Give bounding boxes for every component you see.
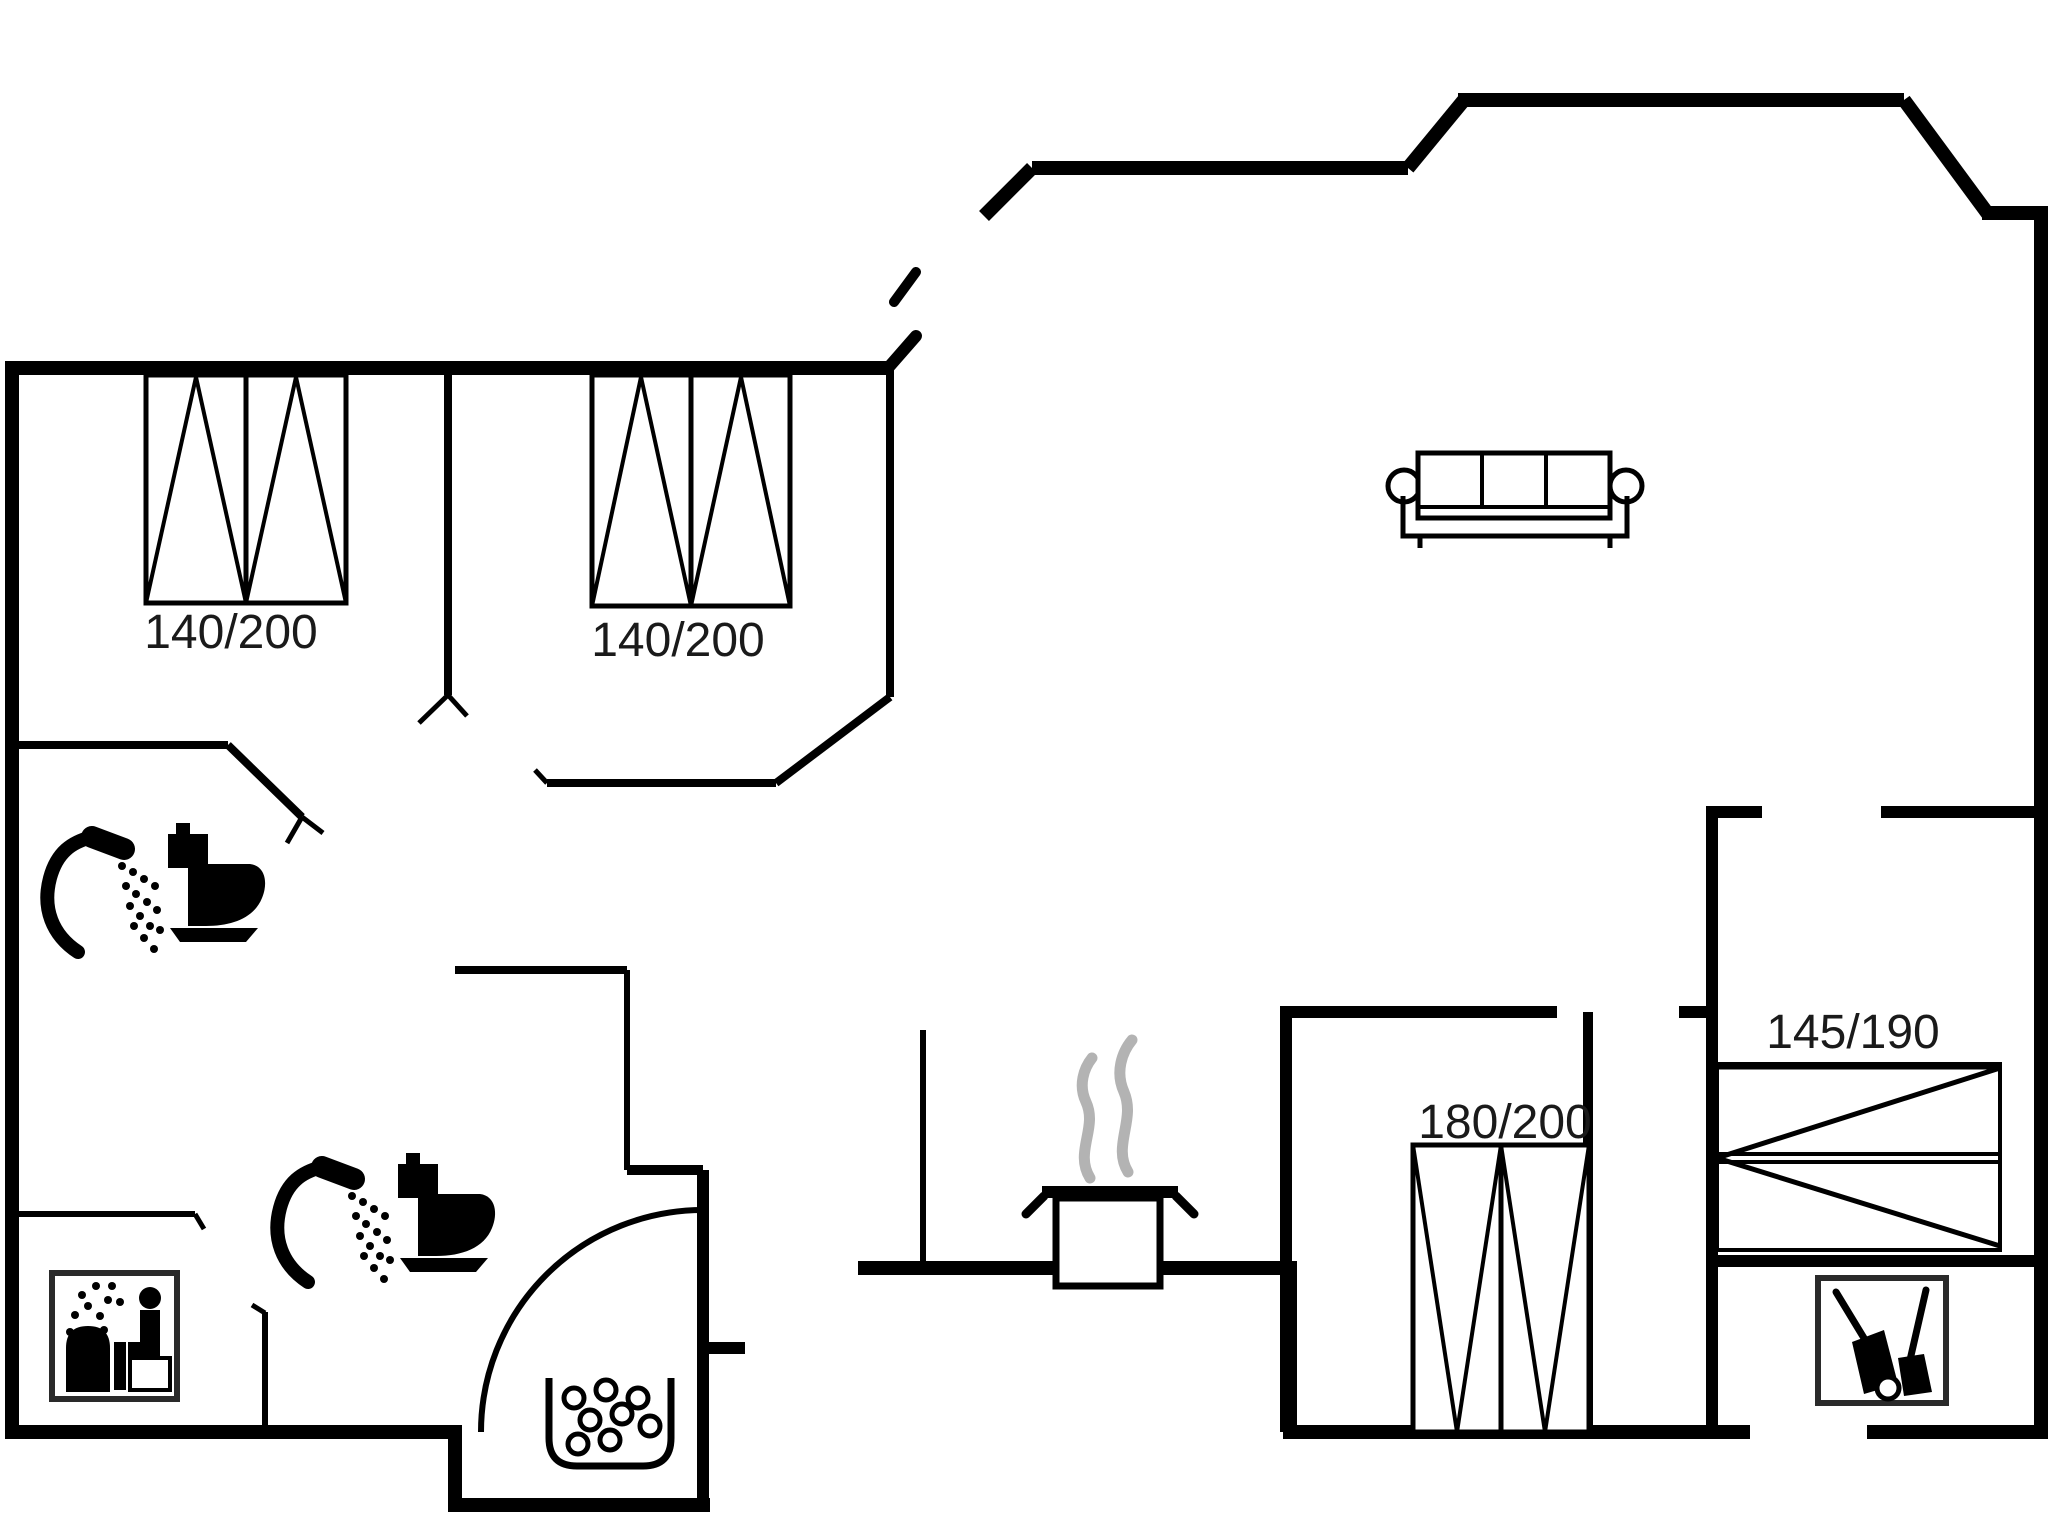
bed-size-label-4: 145/190 — [1766, 1006, 1940, 1059]
bed-size-label-1: 140/200 — [144, 606, 318, 659]
inner-walls — [12, 368, 2041, 1432]
steaming-pot-icon — [1021, 1034, 1199, 1290]
double-bed-1 — [143, 372, 349, 606]
bathroom-2-icons — [270, 1153, 496, 1289]
bathroom-1-icons — [40, 823, 266, 959]
shower-icon — [40, 826, 164, 959]
entrance-door-jamb — [882, 330, 922, 374]
sauna-icon — [49, 1270, 180, 1402]
whirlpool-tub-icon — [545, 1377, 675, 1470]
shower-icon — [270, 1156, 394, 1289]
toilet-icon — [168, 823, 266, 942]
cleaning-equipment-icon — [1815, 1275, 1949, 1406]
entrance-door-leaf-tick — [889, 267, 921, 307]
bed-size-label-2: 140/200 — [591, 614, 765, 667]
bed-145x190 — [1715, 1062, 2002, 1252]
sofa-icon — [1385, 450, 1645, 548]
toilet-icon — [398, 1153, 496, 1272]
door-swing-arc — [478, 1207, 704, 1433]
double-bed-3 — [1410, 1142, 1592, 1435]
double-bed-2 — [589, 372, 793, 609]
bed-size-label-3: 180/200 — [1418, 1096, 1592, 1149]
